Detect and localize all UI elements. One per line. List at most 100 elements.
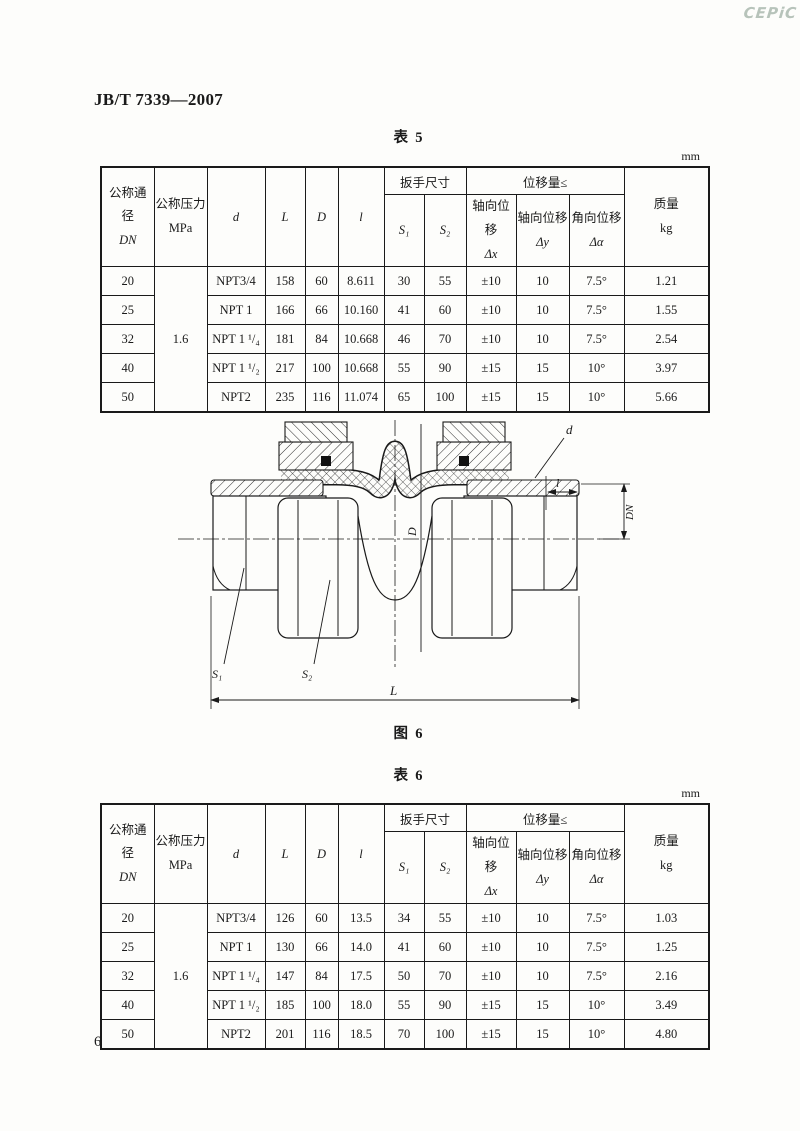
col-header-text: 质量 [653,197,679,212]
label-s2: S₂ [302,667,312,681]
label-big-l: L [389,683,397,698]
col-header-text: 轴向位移 [517,847,568,862]
table-cell: NPT 1 [206,932,266,963]
table-cell: 55 [383,353,425,384]
col-header-text: 质量 [653,834,679,849]
table-cell: 17.5 [337,961,385,992]
table-cell: 100 [304,990,339,1021]
table-cell: 7.5° [568,903,625,934]
col-header-text: Δα [589,234,604,249]
right-nut-section [442,421,506,443]
table-cell: 10.668 [337,324,385,355]
table-cell: 10 [515,932,570,963]
col-header-dx: 轴向位移 Δx [465,193,517,268]
table-cell: 11.074 [337,382,385,413]
table-cell: ±15 [465,1019,517,1050]
right-seal [459,456,469,466]
table-cell: 10 [515,295,570,326]
col-header-dn: 公称通径 DN [100,166,155,268]
figure6-caption: 图 6 [393,726,423,742]
col-header-text: DN [119,870,137,884]
table-cell: 70 [423,961,467,992]
table-cell: ±10 [465,266,517,297]
table6-title: 表 6 [393,768,423,784]
table-cell: 10° [568,382,625,413]
table-cell: 50 [100,1019,155,1050]
table-cell: 84 [304,961,339,992]
table5: 公称通径 DN 公称压力 MPa d L D l 扳手尺寸 位移量≤ 质量 kg [100,166,711,414]
table-cell: 217 [264,353,306,384]
col-header-l: l [337,166,385,268]
col-header-text: MPa [168,858,193,873]
col-header-D: D [304,803,339,905]
col-header-da: 角向位移 Δα [568,830,625,905]
col-header-dx: 轴向位移 Δx [465,830,517,905]
col-header-L: L [264,803,306,905]
table-cell: 55 [423,903,467,934]
table-cell: 15 [515,990,570,1021]
table-cell: 7.5° [568,961,625,992]
right-pipe-sleeve-section [466,479,580,497]
col-header-d: d [206,803,266,905]
table6: 公称通径 DN 公称压力 MPa d L D l 扳手尺寸 位移量≤ 质量 kg [100,803,711,1051]
col-header-text: Δα [589,871,604,886]
table-cell: ±10 [465,324,517,355]
table-cell: 100 [423,1019,467,1050]
table-cell: 32 [100,961,155,992]
table-cell: 41 [383,932,425,963]
table-cell: 10.160 [337,295,385,326]
right-union-nut [431,497,513,639]
col-header-mass: 质量 kg [623,803,710,905]
table-cell: 60 [304,903,339,934]
col-header-text: 角向位移 [571,847,622,862]
col-header-text: Δx [484,883,498,898]
col-header-l: l [337,803,385,905]
table-cell: 10 [515,324,570,355]
col-header-text: Δx [484,246,498,261]
table-cell: ±10 [465,903,517,934]
table-cell: 60 [423,295,467,326]
table-cell: NPT2 [206,1019,266,1050]
table-cell: 116 [304,382,339,413]
table-cell: 55 [383,990,425,1021]
table-cell: 25 [100,295,155,326]
table-cell: 158 [264,266,306,297]
left-seal [321,456,331,466]
left-nut-section [284,421,348,443]
table-cell: 4.80 [623,1019,710,1050]
table-cell: ±10 [465,932,517,963]
table-cell: 100 [423,382,467,413]
figure-dimensions [210,424,630,709]
col-header-L: L [264,166,306,268]
col-header-dy: 轴向位移 Δy [515,193,570,268]
col-header-text: 公称通径 [108,822,147,861]
table-cell: 25 [100,932,155,963]
table-cell: 7.5° [568,932,625,963]
section-hatched-parts [210,421,580,497]
table6-unit: mm [681,786,700,800]
table-cell: NPT 1 ¹/₄ [206,961,266,992]
table-cell: ±10 [465,295,517,326]
table-cell: NPT2 [206,382,266,413]
table-cell: 14.0 [337,932,385,963]
col-group-wrench: 扳手尺寸 [383,803,467,832]
table-cell: 40 [100,353,155,384]
table-cell: 66 [304,295,339,326]
table-cell: 90 [423,353,467,384]
table-cell: 130 [264,932,306,963]
table-cell: 3.49 [623,990,710,1021]
table-cell: 10° [568,990,625,1021]
col-header-text: 角向位移 [571,210,622,225]
col-header-s1: S₁ [383,193,425,268]
col-header-text: 公称压力 [155,834,206,849]
table-cell: 8.611 [337,266,385,297]
col-header-text: Δy [536,234,549,249]
col-group-displacement: 位移量≤ [465,803,625,832]
table-cell: ±15 [465,990,517,1021]
col-group-displacement: 位移量≤ [465,166,625,195]
table-cell: ±10 [465,961,517,992]
